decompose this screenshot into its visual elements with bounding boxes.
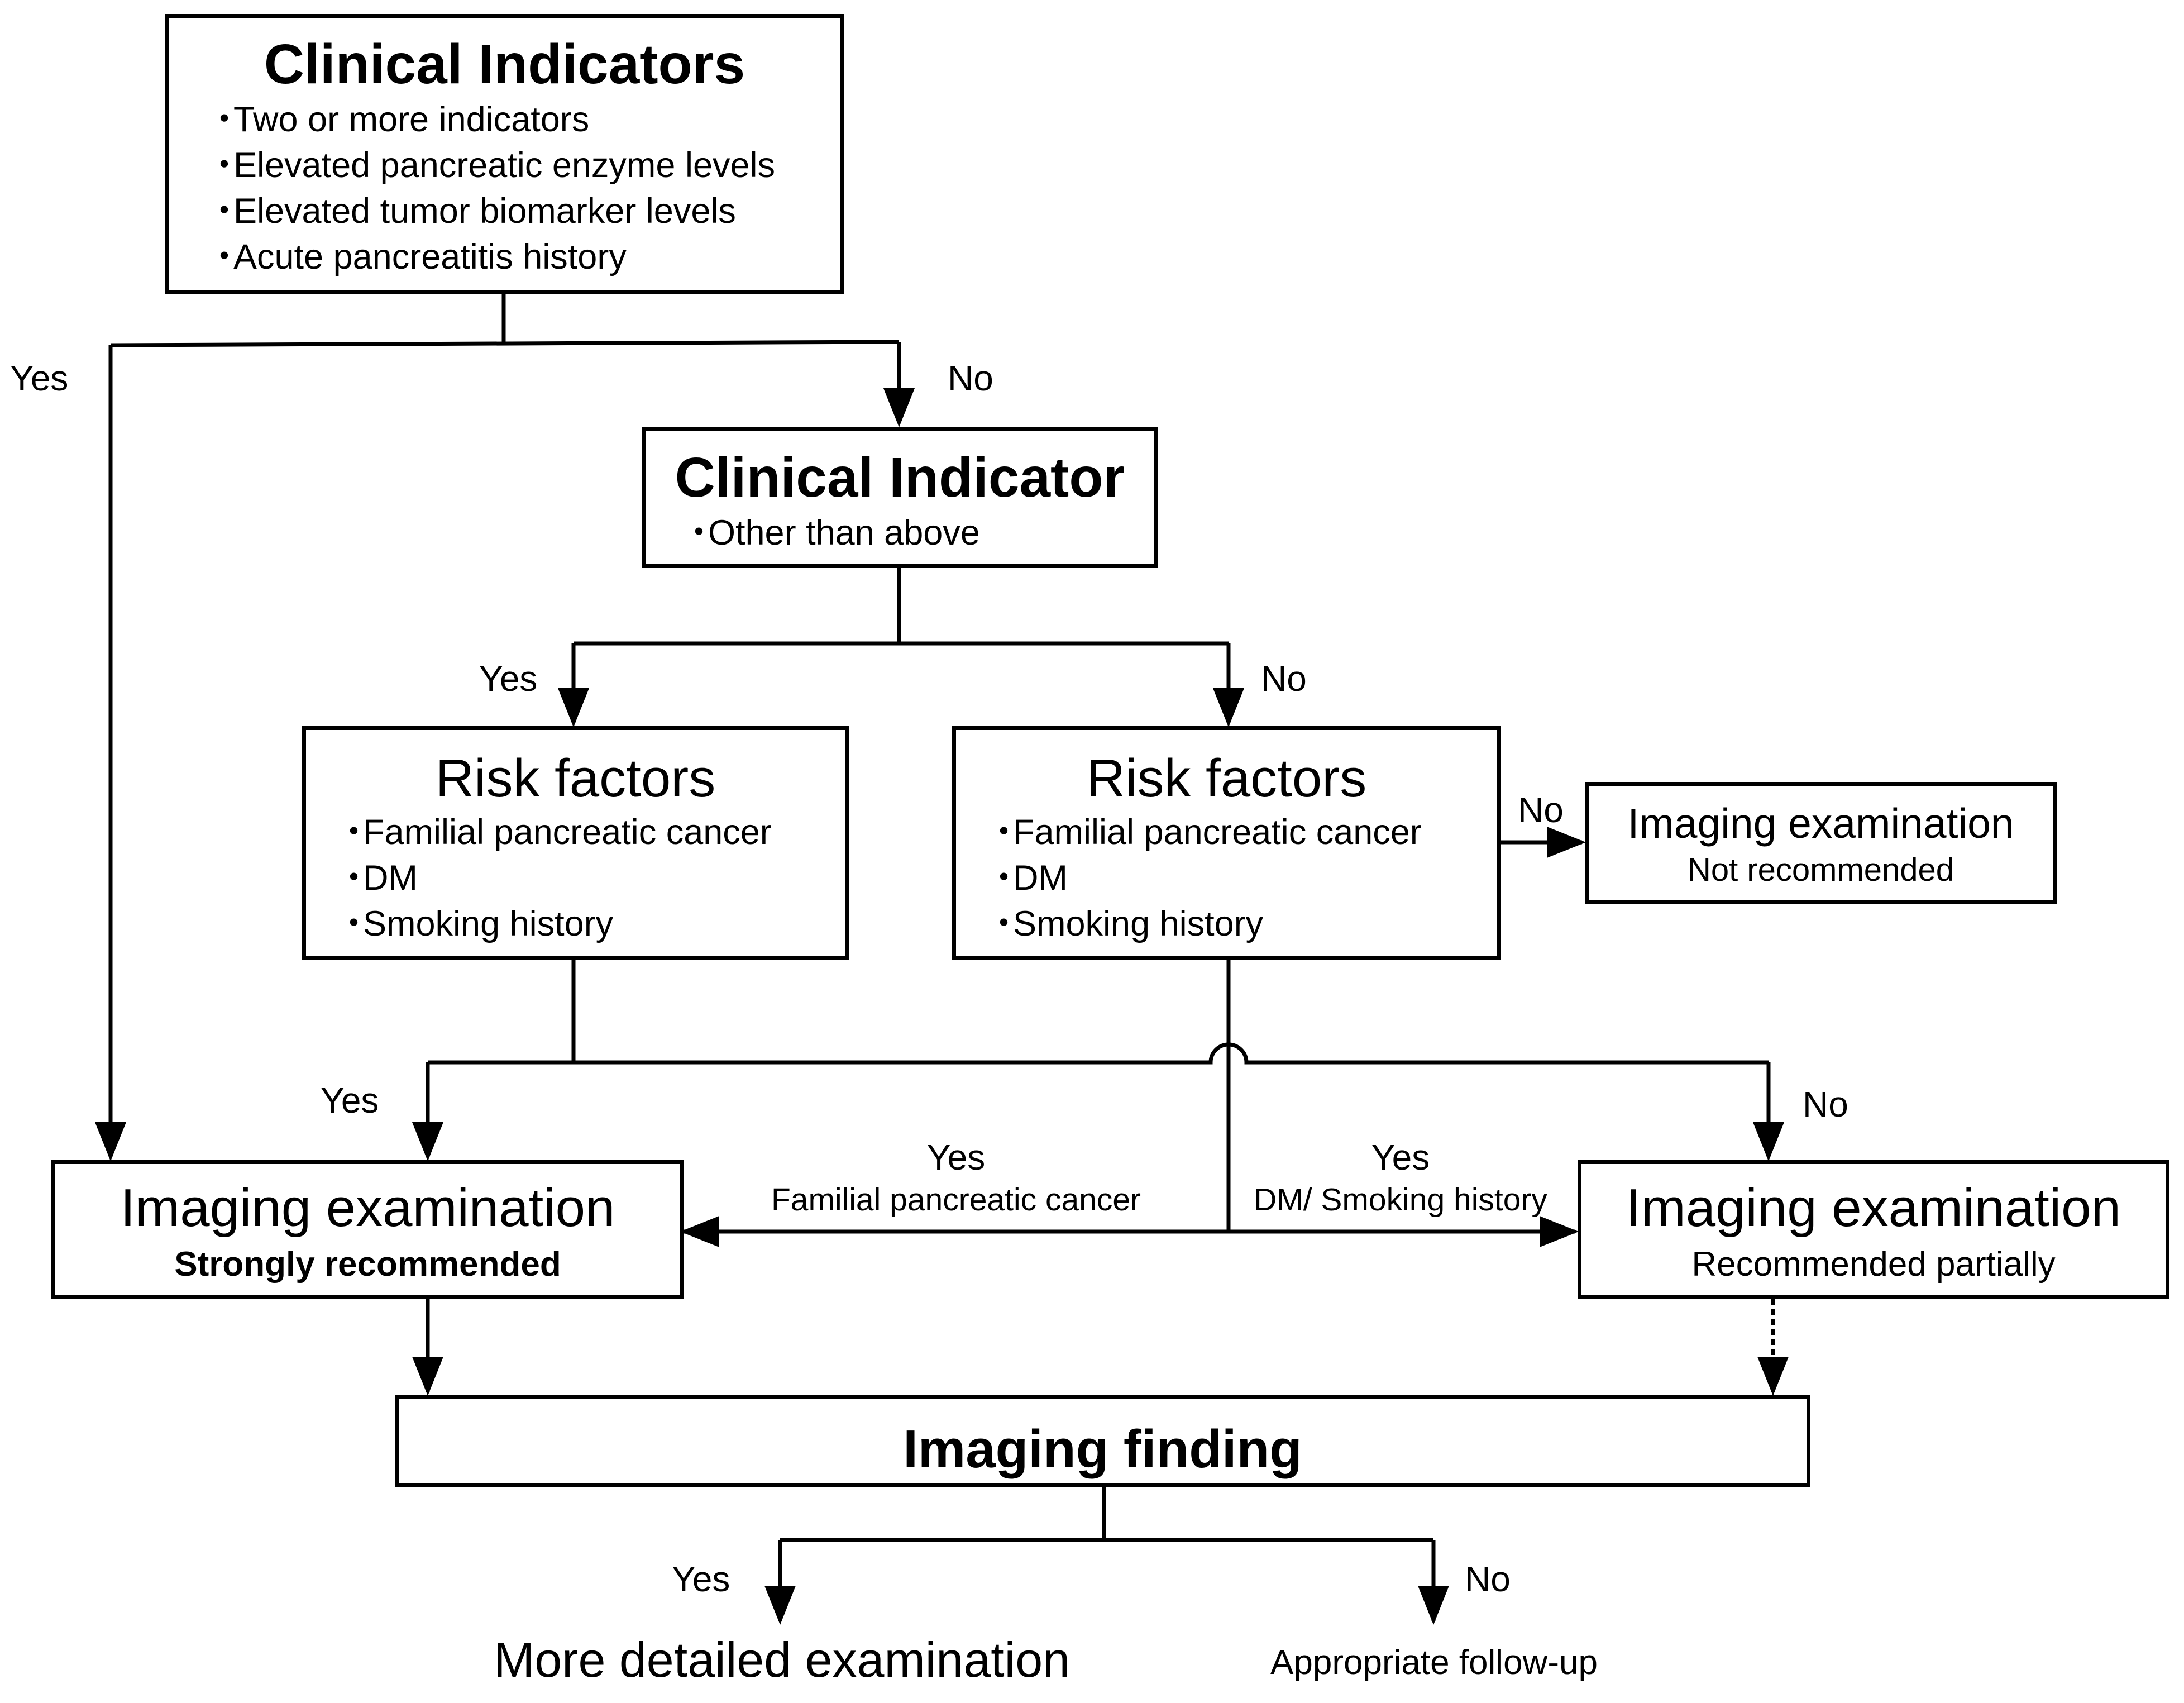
risk-factors-left-list: Familial pancreatic cancer DM Smoking hi… (338, 809, 845, 947)
edge-ci-yes-no-split (110, 294, 900, 347)
clinical-indicator-list: Other than above (684, 510, 1154, 556)
clinical-indicator-title: Clinical Indicator (675, 446, 1125, 509)
clinical-indicator-box: Clinical Indicator Other than above (642, 427, 1158, 568)
outcome-more-detailed-examination: More detailed examination (493, 1632, 1071, 1687)
risk-factor-item: DM (988, 855, 1497, 901)
risk-factor-item: Familial pancreatic cancer (988, 809, 1497, 855)
indicator-item: Acute pancreatitis history (209, 234, 840, 280)
risk-factor-item: Familial pancreatic cancer (338, 809, 845, 855)
edge-label-ci-yes: Yes (10, 358, 69, 398)
edge-label-dm-yes: Yes (1371, 1137, 1430, 1177)
edge-label-familial-yes: Yes (926, 1137, 986, 1177)
imaging-finding-title: Imaging finding (903, 1419, 1302, 1479)
edge-label-rf-right-no: No (1518, 790, 1564, 830)
clinical-indicators-list: Two or more indicators Elevated pancreat… (209, 97, 840, 280)
imaging-strongly-recommended-box: Imaging examination Strongly recommended (51, 1160, 684, 1299)
indicator-item: Elevated pancreatic enzyme levels (209, 142, 840, 188)
risk-factors-right-box: Risk factors Familial pancreatic cancer … (952, 726, 1501, 960)
edge-ci2-split (574, 568, 1229, 646)
imaging-strongly-title: Imaging examination (120, 1178, 615, 1238)
indicator-item: Two or more indicators (209, 97, 840, 142)
edge-label-rf-left-no: No (1803, 1084, 1848, 1124)
edge-cross-bar (428, 1042, 1769, 1065)
imaging-not-recommended-title: Imaging examination (1627, 800, 2014, 847)
imaging-recommended-partially-box: Imaging examination Recommended partiall… (1578, 1160, 2169, 1299)
clinical-indicators-box: Clinical Indicators Two or more indicato… (165, 14, 844, 294)
imaging-finding-box: Imaging finding (395, 1395, 1810, 1487)
outcome-appropriate-follow-up: Appropriate follow-up (1270, 1643, 1598, 1682)
indicator-item: Elevated tumor biomarker levels (209, 188, 840, 234)
edge-label-finding-no: No (1465, 1559, 1511, 1599)
risk-factors-left-box: Risk factors Familial pancreatic cancer … (302, 726, 849, 960)
risk-factor-item: Smoking history (338, 901, 845, 947)
indicator-item: Other than above (684, 510, 1154, 556)
imaging-partially-title: Imaging examination (1626, 1178, 2121, 1238)
risk-factor-item: Smoking history (988, 901, 1497, 947)
risk-factors-left-title: Risk factors (435, 748, 716, 808)
edge-label-ci2-yes: Yes (479, 659, 538, 699)
risk-factors-right-list: Familial pancreatic cancer DM Smoking hi… (988, 809, 1497, 947)
edge-label-finding-yes: Yes (672, 1559, 730, 1599)
edge-label-ci-no: No (948, 358, 993, 398)
imaging-not-recommended-subtitle: Not recommended (1687, 852, 1954, 889)
edge-label-familial-text: Familial pancreatic cancer (771, 1182, 1141, 1218)
imaging-strongly-subtitle: Strongly recommended (174, 1245, 561, 1284)
edge-finding-split (780, 1487, 1433, 1542)
edge-label-dm-text: DM/ Smoking history (1254, 1182, 1547, 1218)
imaging-partially-subtitle: Recommended partially (1691, 1245, 2056, 1284)
risk-factor-item: DM (338, 855, 845, 901)
edge-label-ci2-no: No (1261, 659, 1307, 699)
risk-factors-right-title: Risk factors (1086, 748, 1367, 808)
clinical-indicators-title: Clinical Indicators (264, 33, 745, 96)
imaging-not-recommended-box: Imaging examination Not recommended (1585, 782, 2057, 904)
edge-label-rf-left-yes: Yes (321, 1080, 379, 1120)
